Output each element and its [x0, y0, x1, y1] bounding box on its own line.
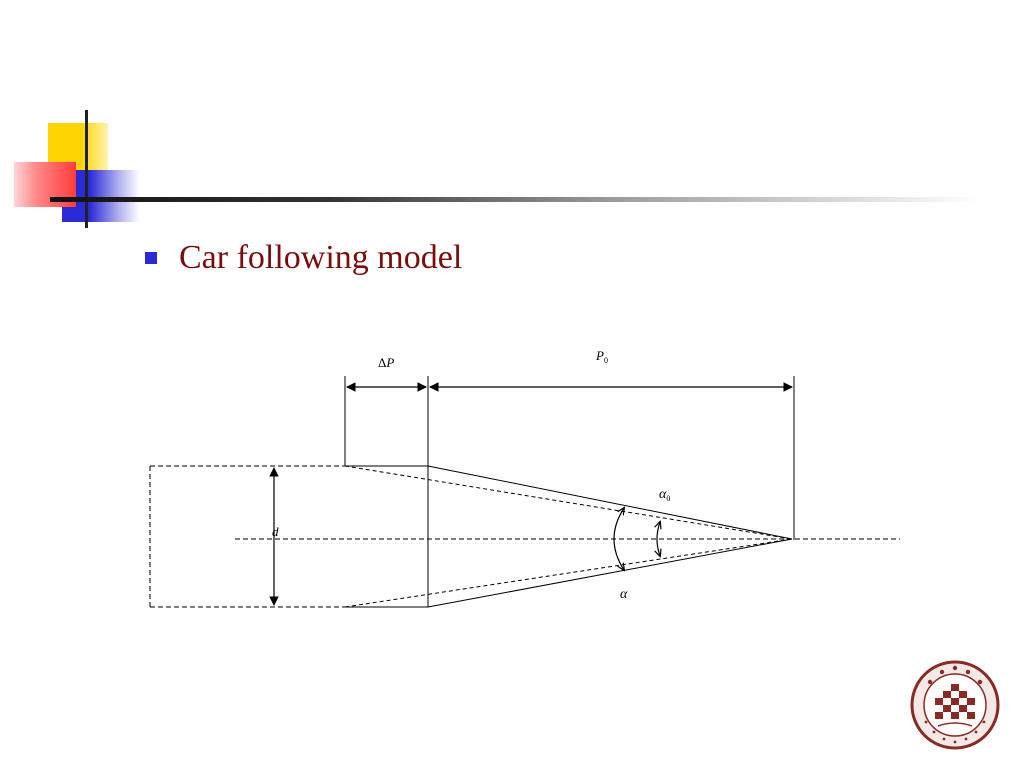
delta-p-label: ΔP	[378, 355, 394, 370]
extension-lines	[344, 376, 795, 540]
alpha0-label: α0	[659, 487, 670, 503]
d-label: d	[272, 524, 279, 539]
alpha-label: α	[620, 587, 628, 602]
outer-cone-lines	[427, 465, 793, 608]
p0-label: P0	[595, 348, 608, 365]
title-row: Car following model	[145, 236, 462, 280]
alpha-arc	[613, 508, 624, 570]
university-seal-logo	[910, 660, 1000, 750]
slide-title: Car following model	[179, 239, 463, 276]
bullet-square	[145, 252, 157, 264]
solid-box	[345, 465, 429, 608]
header-divider-line	[50, 197, 980, 202]
deco-vertical-line	[85, 110, 88, 228]
alpha0-arc	[657, 522, 660, 556]
dashed-box	[149, 465, 345, 608]
inner-cone-lines	[344, 465, 793, 608]
